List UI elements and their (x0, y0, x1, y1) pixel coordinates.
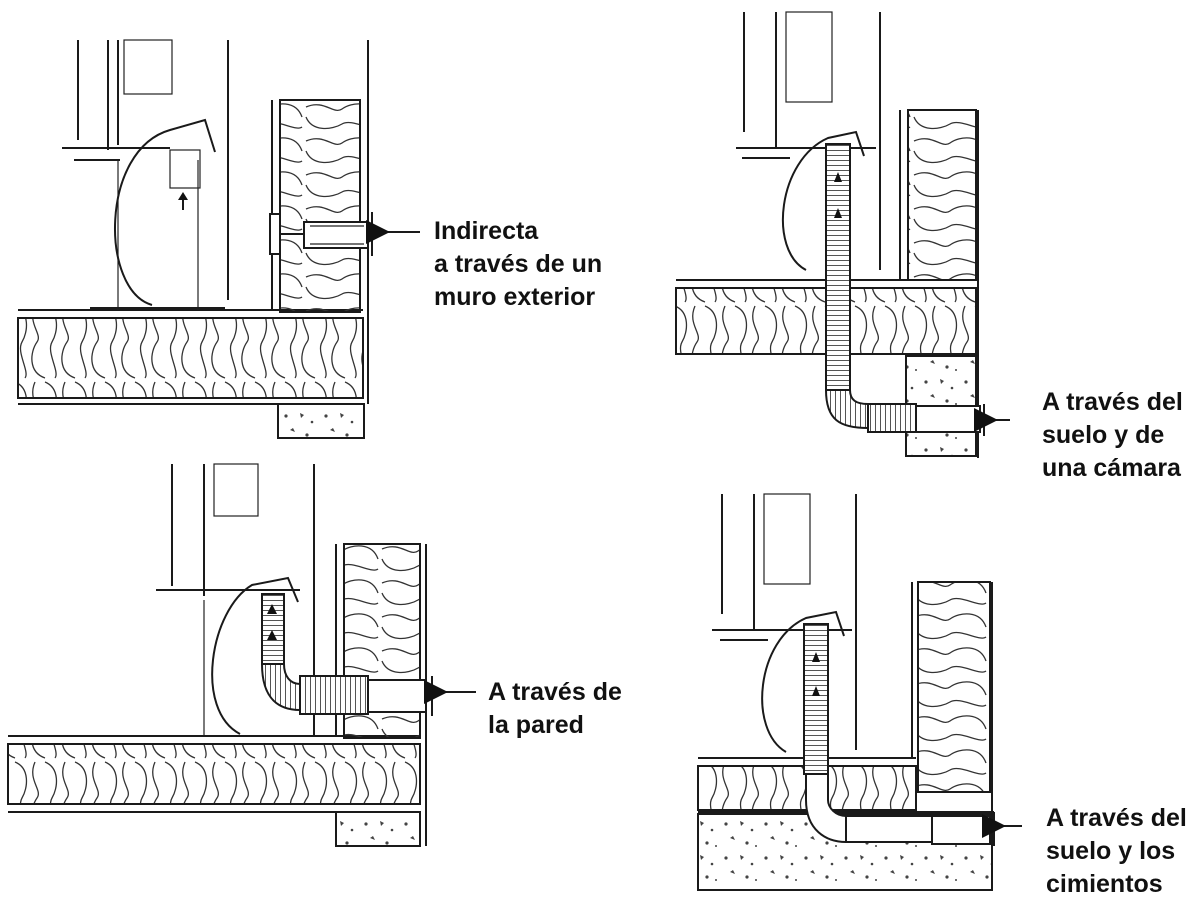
caption-line: una cámara (1042, 454, 1181, 482)
caption-line: a través de un (434, 250, 603, 278)
caption-line: A través del (1046, 804, 1187, 832)
caption-through-wall: A través de la pared (488, 676, 622, 742)
caption-line: suelo y de (1042, 421, 1165, 449)
caption-line: Indirecta (434, 217, 539, 245)
panel-through-wall (7, 463, 476, 847)
caption-line: suelo y los (1046, 837, 1176, 865)
caption-indirect-exterior-wall: Indirecta a través de un muro exterior (434, 215, 602, 314)
caption-line: la pared (488, 711, 584, 739)
caption-line: muro exterior (434, 283, 596, 311)
panel-indirect-exterior-wall (17, 39, 420, 439)
caption-floor-and-foundation: A través del suelo y los cimientos (1046, 802, 1187, 901)
panel-floor-and-foundation (697, 493, 1022, 891)
caption-floor-and-crawlspace: A través del suelo y de una cámara (1042, 386, 1183, 485)
panel-floor-and-crawlspace (675, 11, 1010, 458)
caption-line: A través del (1042, 388, 1183, 416)
caption-line: cimientos (1046, 870, 1163, 898)
caption-line: A través de (488, 678, 622, 706)
